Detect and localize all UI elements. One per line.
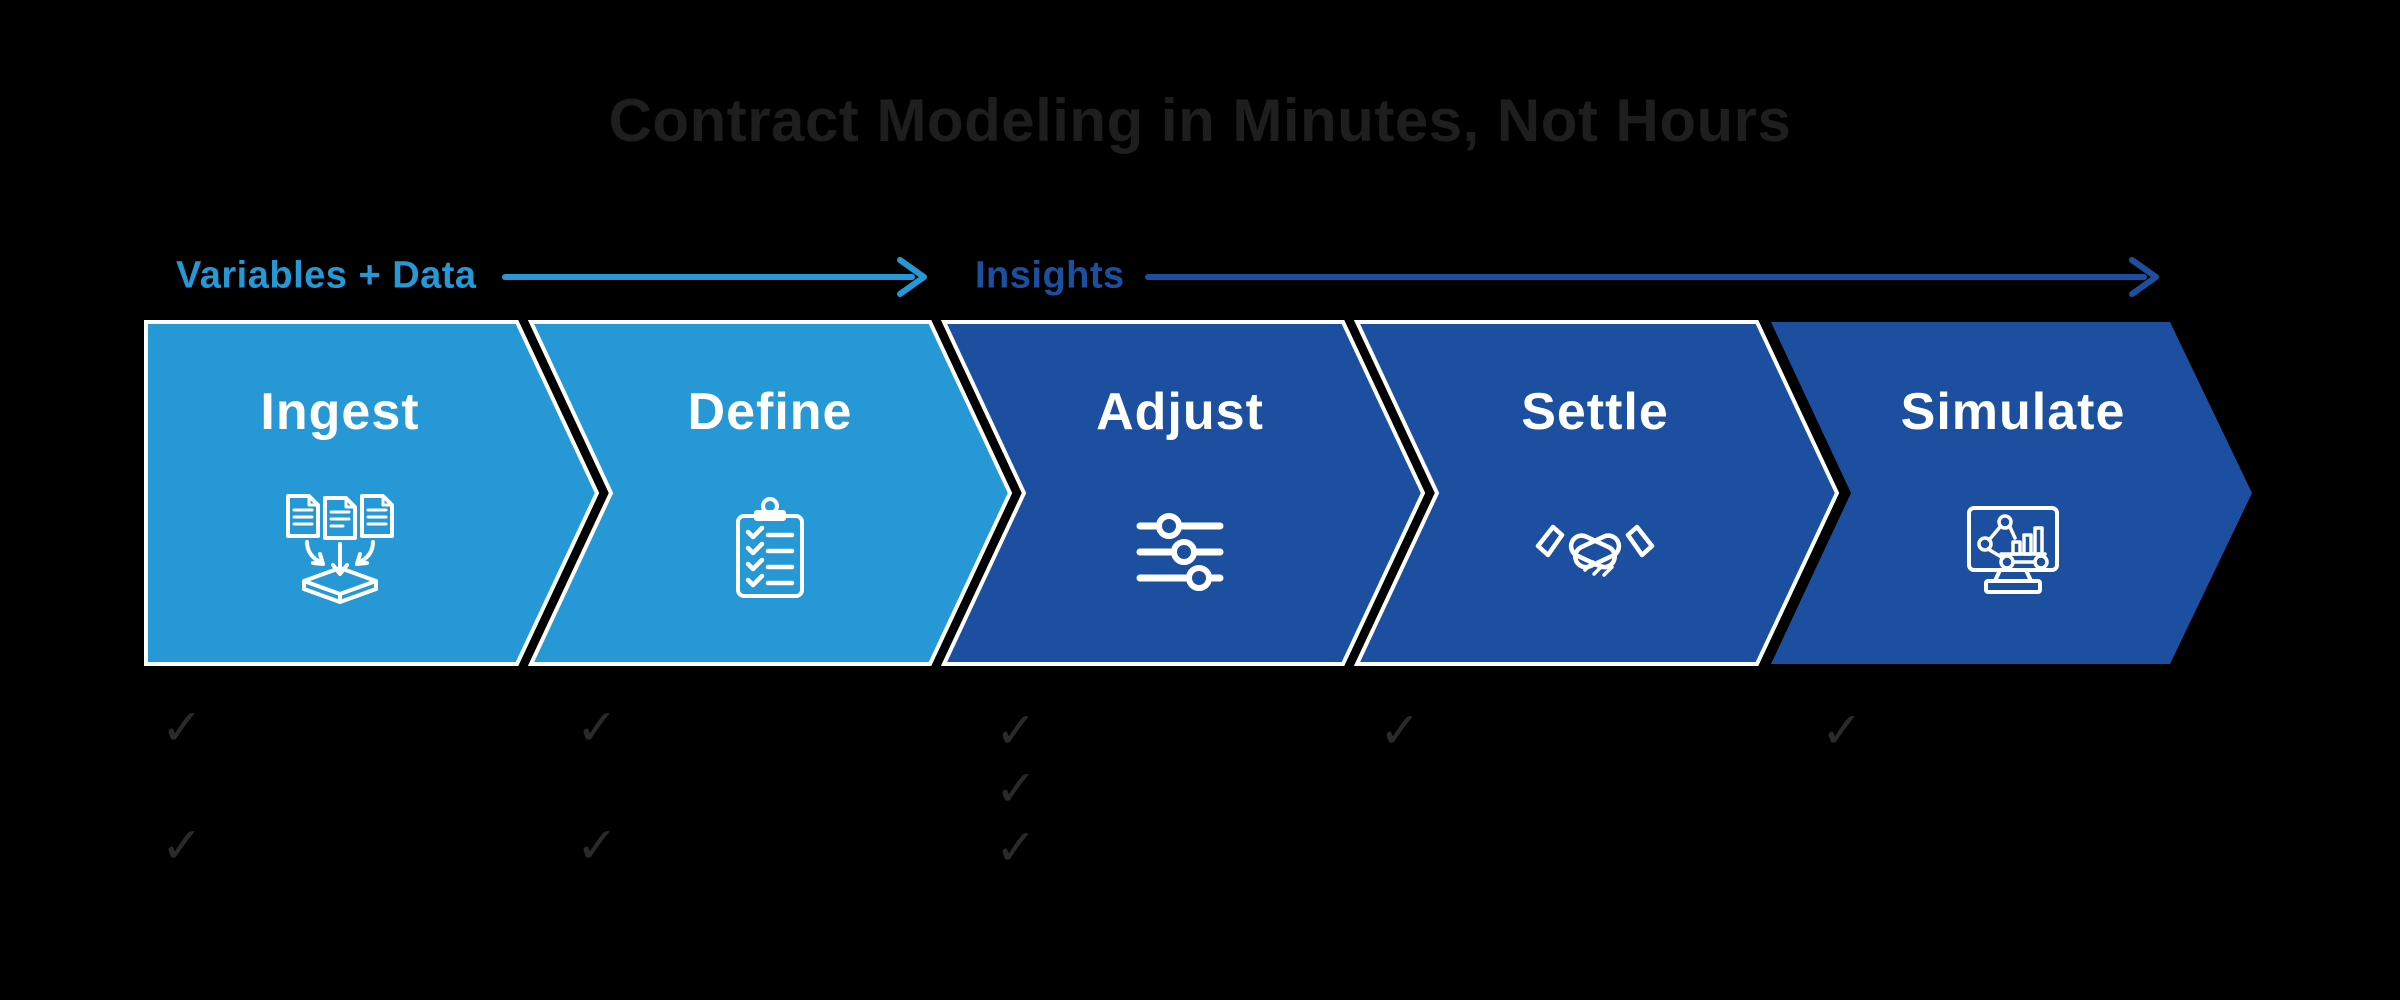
step-label-ingest: Ingest	[260, 383, 420, 441]
chevron-define	[527, 320, 1013, 666]
step-label-simulate: Simulate	[1900, 383, 2126, 441]
monitor-analytics-icon	[1967, 506, 2059, 594]
stream-label-variables-data: Variables + Data	[176, 254, 477, 297]
checkmark: ✓	[995, 760, 1037, 817]
sliders-icon	[1136, 513, 1224, 591]
documents-to-database-icon	[286, 494, 394, 604]
insights-arrow	[1145, 257, 2159, 297]
arrowhead-icon	[897, 257, 927, 297]
stream-label-insights: Insights	[975, 254, 1125, 297]
handshake-icon	[1535, 524, 1655, 577]
checkmark: ✓	[576, 699, 618, 756]
checkmark: ✓	[161, 817, 203, 874]
step-label-define: Define	[687, 383, 853, 441]
variables-data-arrow	[502, 257, 927, 297]
chevron-simulate	[1771, 322, 2252, 664]
checkmark: ✓	[995, 702, 1037, 759]
checkmark: ✓	[1379, 702, 1421, 759]
chevron-ingest	[144, 320, 600, 666]
chevron-settle	[1353, 320, 1840, 666]
arrowhead-icon	[2129, 257, 2159, 297]
clipboard-checklist-icon	[736, 497, 804, 598]
page-title: Contract Modeling in Minutes, Not Hours	[608, 87, 1792, 154]
chevron-adjust	[940, 320, 1426, 666]
step-label-settle: Settle	[1521, 383, 1669, 441]
checkmark: ✓	[161, 699, 203, 756]
checkmark: ✓	[576, 817, 618, 874]
checkmark: ✓	[1821, 702, 1863, 759]
checkmark: ✓	[995, 819, 1037, 876]
step-label-adjust: Adjust	[1096, 383, 1264, 441]
